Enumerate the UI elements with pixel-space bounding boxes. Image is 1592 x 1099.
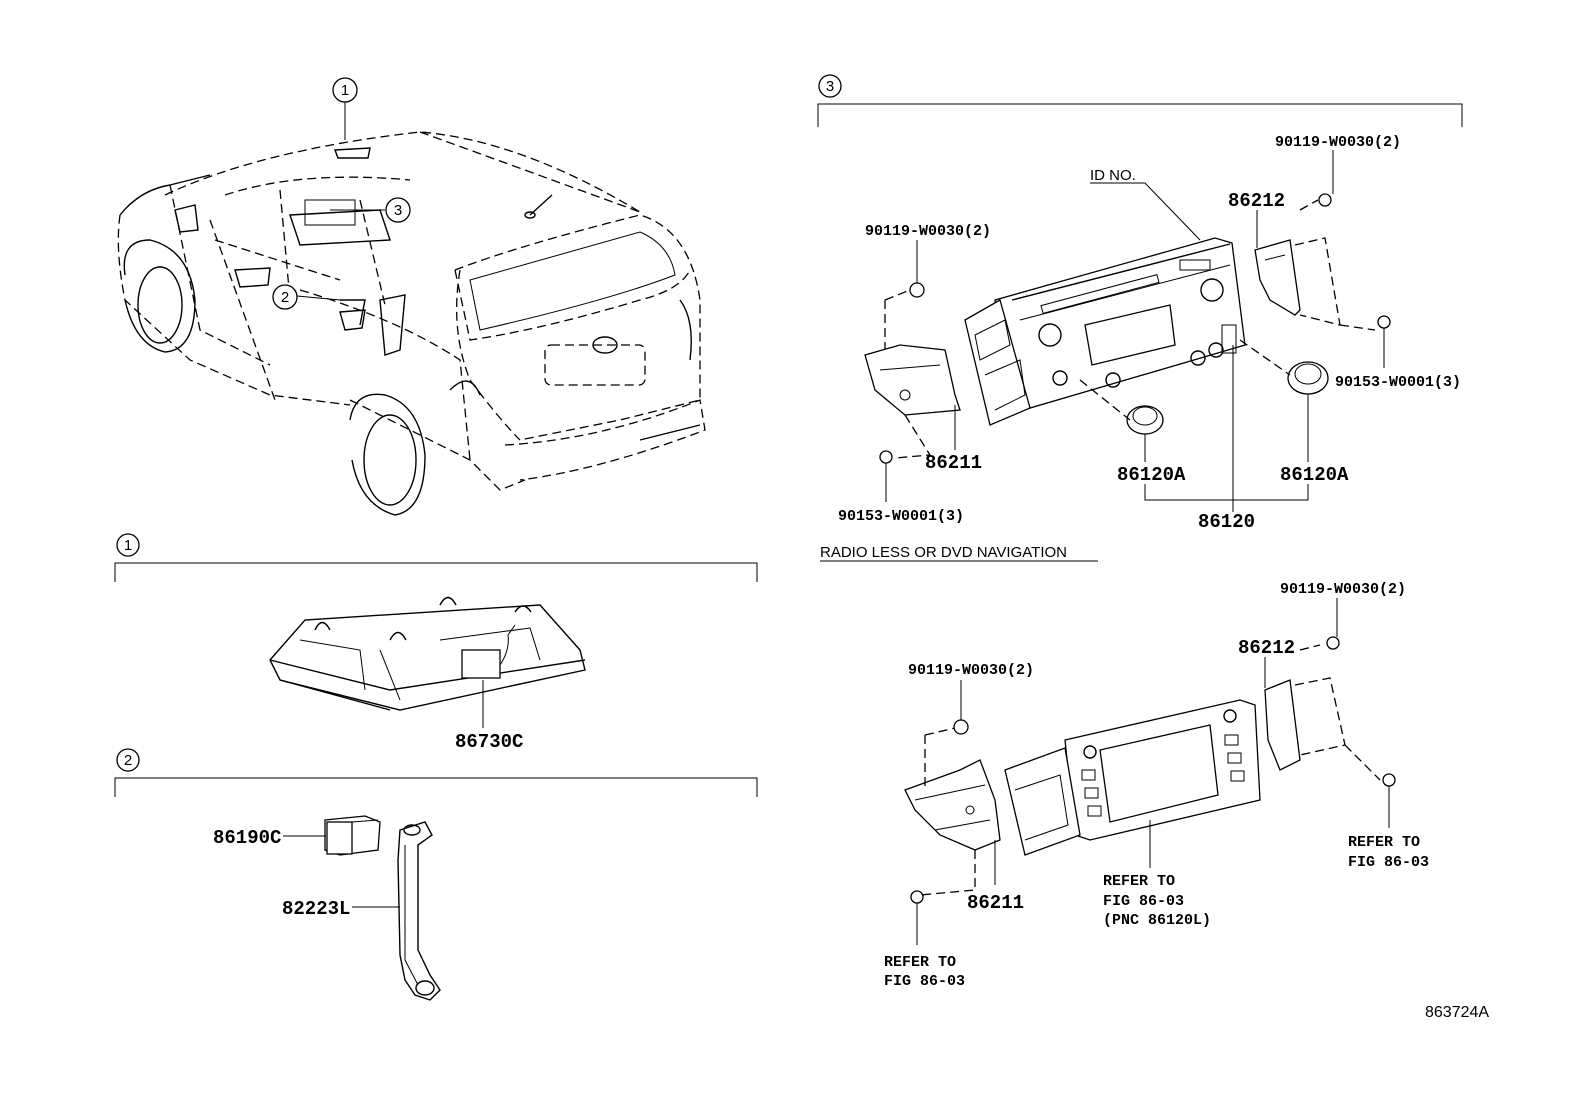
- bracket-86212-label[interactable]: 86212: [1228, 190, 1285, 212]
- svg-text:FIG 86-03: FIG 86-03: [1348, 854, 1429, 871]
- nav-screw-left-label[interactable]: 90119-W0030(2): [908, 662, 1034, 679]
- bracket-86211-illustration: [864, 289, 961, 459]
- section-3-header: 3: [817, 74, 1463, 127]
- switch-and-bracket-illustration: [324, 815, 441, 1001]
- nav-bracket-86212-label[interactable]: 86212: [1238, 637, 1295, 659]
- radio-86120-label[interactable]: 86120: [1198, 511, 1255, 533]
- bracket-86212-illustration: [1254, 199, 1376, 331]
- nav-bracket-86211-illustration: [904, 727, 1001, 896]
- screw-top-right-icon: [1318, 193, 1332, 207]
- overhead-console-illustration: [269, 596, 586, 711]
- id-no-label: ID NO.: [1090, 167, 1136, 184]
- bolt-right-icon: [1377, 315, 1391, 329]
- screw-left-icon: [909, 282, 925, 298]
- screw-top-right-label[interactable]: 90119-W0030(2): [1275, 134, 1401, 151]
- knob-86120a-left-label[interactable]: 86120A: [1117, 464, 1186, 486]
- svg-text:(PNC 86120L): (PNC 86120L): [1103, 912, 1211, 929]
- bolt-right-label[interactable]: 90153-W0001(3): [1335, 374, 1461, 391]
- svg-text:1: 1: [341, 82, 349, 99]
- knob-right-illustration: [1287, 361, 1329, 395]
- svg-text:2: 2: [281, 289, 289, 306]
- id-no-leader: [1090, 182, 1201, 241]
- nav-refer-right-label[interactable]: REFER TO FIG 86-03: [1348, 834, 1429, 871]
- svg-text:REFER TO: REFER TO: [1103, 873, 1175, 890]
- bolt-left-label[interactable]: 90153-W0001(3): [838, 508, 964, 525]
- section-1-header: 1: [114, 533, 758, 582]
- svg-text:REFER TO: REFER TO: [884, 954, 956, 971]
- part-86190c-label[interactable]: 86190C: [213, 827, 281, 849]
- svg-text:1: 1: [124, 537, 132, 554]
- svg-text:2: 2: [124, 752, 132, 769]
- knob-86120a-right-label[interactable]: 86120A: [1280, 464, 1349, 486]
- svg-text:3: 3: [826, 78, 834, 95]
- knob-left-dashline: [1079, 379, 1131, 421]
- bolt-left-icon: [879, 450, 893, 464]
- section-2-header: 2: [114, 748, 758, 797]
- nav-screw-top-right-label[interactable]: 90119-W0030(2): [1280, 581, 1406, 598]
- part-82223l-label[interactable]: 82223L: [282, 898, 350, 920]
- navigation-unit-illustration: [1004, 699, 1261, 856]
- radio-unit-illustration: [964, 237, 1246, 426]
- knob-right-dashline: [1239, 339, 1291, 376]
- nav-bolt-left-icon: [910, 890, 924, 904]
- svg-text:FIG 86-03: FIG 86-03: [884, 973, 965, 990]
- svg-text:3: 3: [394, 202, 402, 219]
- nav-refer-left-label[interactable]: REFER TO FIG 86-03: [884, 954, 965, 990]
- nav-bracket-86212-illustration: [1264, 644, 1381, 781]
- svg-text:FIG 86-03: FIG 86-03: [1103, 893, 1184, 910]
- figure-id: 863724A: [1425, 1004, 1489, 1021]
- screw-left-label[interactable]: 90119-W0030(2): [865, 223, 991, 240]
- overview-callout-2[interactable]: 2: [272, 284, 298, 310]
- nav-bolt-right-icon: [1382, 773, 1396, 787]
- vehicle-overview-illustration: [117, 100, 706, 516]
- svg-text:REFER TO: REFER TO: [1348, 834, 1420, 851]
- nav-screw-left-icon: [953, 719, 969, 735]
- bracket-86211-label[interactable]: 86211: [925, 452, 982, 474]
- leader-86120: [1144, 345, 1309, 512]
- nav-screw-top-right-icon: [1326, 636, 1340, 650]
- nav-bracket-86211-label[interactable]: 86211: [967, 892, 1024, 914]
- nav-section-title: RADIO LESS OR DVD NAVIGATION: [820, 544, 1067, 561]
- knob-left-illustration: [1126, 405, 1164, 435]
- overview-callout-3[interactable]: 3: [385, 197, 411, 223]
- overview-callout-1[interactable]: 1: [332, 77, 358, 103]
- nav-refer-center-label[interactable]: REFER TO FIG 86-03 (PNC 86120L): [1103, 873, 1211, 929]
- part-86730c-label[interactable]: 86730C: [455, 731, 523, 753]
